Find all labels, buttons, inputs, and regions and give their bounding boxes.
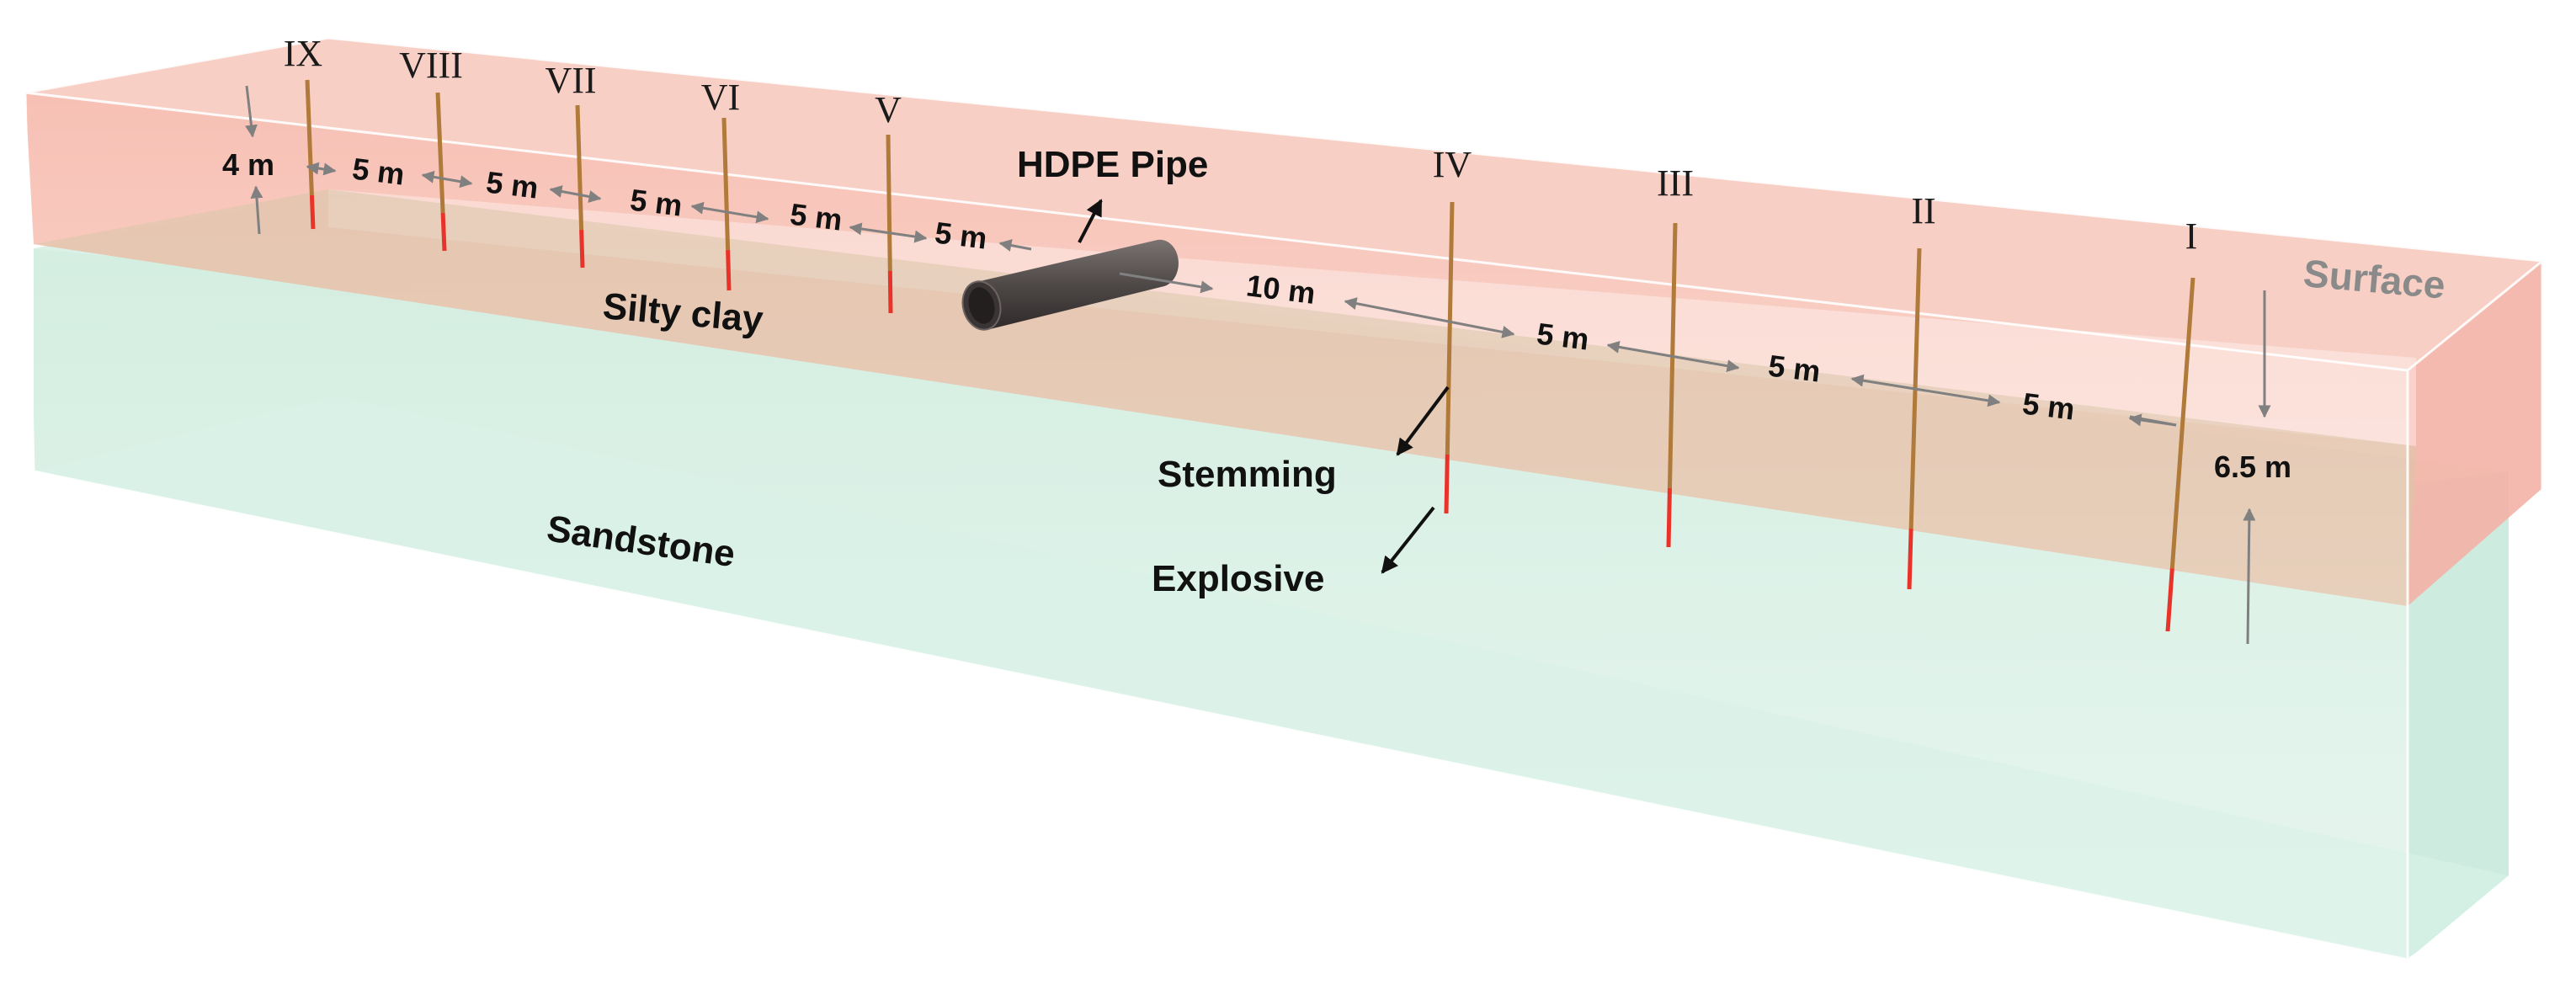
spacing-label: 5 m [484, 164, 540, 205]
explosive-segment [887, 270, 893, 314]
borehole-label-III: III [1657, 162, 1694, 204]
borehole-IX [305, 79, 316, 230]
explosive-segment [579, 229, 585, 269]
box-edges [24, 36, 2544, 961]
spacing-label: 5 m [1535, 316, 1591, 356]
thickness-arrows [244, 85, 2271, 645]
borehole-label-IX: IX [284, 33, 322, 74]
spacing-label: 10 m [1244, 268, 1317, 311]
borehole-VII [575, 104, 585, 269]
spacing-labels: 5 m 5 m 5 m 5 m 5 m 10 m 5 m 5 m 5 m [350, 151, 2077, 426]
stemming-segment [305, 79, 314, 196]
clay-thickness-left: 4 m [222, 147, 274, 182]
stemming-segment [721, 117, 731, 251]
explosive-segment [726, 249, 732, 291]
stemming-segment [435, 92, 445, 214]
hdpe-pipe [961, 239, 1179, 331]
explosive-segment [440, 212, 447, 252]
spacing-label: 5 m [933, 215, 989, 255]
explosive-segment [1907, 528, 1913, 590]
spacing-arrows [306, 162, 2177, 427]
boreholes-group [305, 79, 2195, 632]
spacing-label: 5 m [2020, 386, 2077, 426]
spacing-label: 5 m [628, 182, 684, 222]
clay-thickness-right: 6.5 m [2214, 449, 2291, 484]
borehole-VI [721, 117, 732, 291]
stemming-segment [886, 134, 892, 272]
stemming-segment [2169, 277, 2195, 569]
borehole-I [2165, 277, 2195, 632]
explosive-segment [2165, 568, 2174, 632]
spacing-label: 5 m [788, 196, 844, 237]
borehole-label-IV: IV [1433, 144, 1472, 185]
stemming-label: Stemming [1158, 454, 1337, 495]
borehole-V [886, 134, 893, 314]
borehole-label-V: V [875, 89, 902, 130]
stemming-segment [575, 104, 584, 231]
borehole-label-II: II [1911, 190, 1935, 231]
hdpe-pipe-label: HDPE Pipe [1017, 144, 1208, 185]
borehole-VIII [435, 92, 447, 252]
borehole-label-VII: VII [545, 60, 596, 101]
leader-arrows [1078, 199, 1450, 574]
explosive-segment [1444, 454, 1450, 514]
explosive-label: Explosive [1152, 558, 1324, 599]
borehole-label-VIII: VIII [399, 45, 463, 86]
spacing-label: 5 m [350, 151, 407, 191]
spacing-label: 5 m [1766, 348, 1823, 388]
borehole-label-I: I [2185, 215, 2198, 257]
borehole-label-VI: VI [701, 77, 740, 118]
explosive-segment [309, 194, 316, 230]
